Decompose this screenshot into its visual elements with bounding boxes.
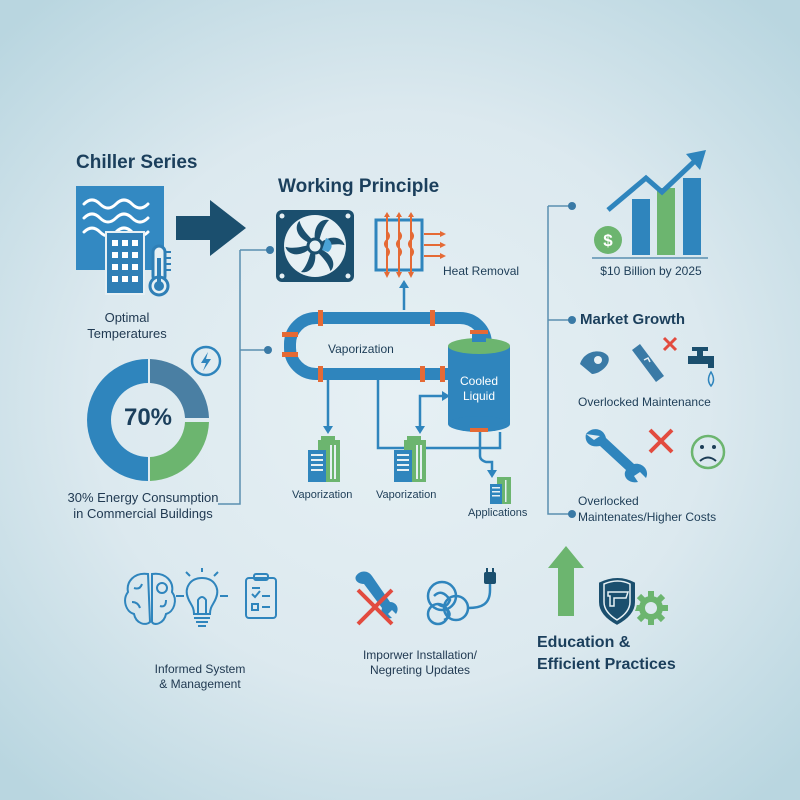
left-connector-lines [218,246,278,508]
brain-bulb-checklist-icons [122,566,282,636]
growth-bar-chart-icon: $ [590,150,710,260]
right-arrow-icon [176,200,246,256]
informed-label-1: Informed System [154,662,246,676]
revenue-label: $10 Billion by 2025 [600,264,702,278]
fan-icon [276,210,354,282]
lightning-bolt-icon [189,344,223,378]
tank-label-liquid: Liquid [462,389,496,403]
chiller-series-title: Chiller Series [76,152,198,173]
building-icon-3 [489,474,513,504]
donut-center-value: 70% [123,404,173,431]
heat-removal-label: Heat Removal [443,264,520,278]
improper-label-1: Imporwer Installation/ [362,648,478,662]
building-icon-2 [392,436,428,482]
heat-exchanger-icon [374,212,446,278]
education-label-2: Efficient Practices [537,656,676,673]
improper-label-2: Negreting Updates [369,663,471,677]
outlet-label-1: Vaporization [292,489,353,501]
outlet-label-2: Vaporization [376,489,437,501]
cooling-loop-diagram [280,280,520,510]
tank-label-cooled: Cooled [459,374,499,388]
building-icon-1 [306,436,342,482]
water-building-thermometer-icon [76,186,186,297]
svg-text:$: $ [603,231,613,250]
wrench-x-sad-icon [582,424,732,484]
wrench-x-tangled-cord-icon [350,568,510,638]
energy-caption-1: 30% Energy Consumption [67,490,219,505]
informed-label-2: & Management [159,677,241,691]
right-connector-lines [546,200,586,520]
up-arrow-shield-gear-icon [546,546,676,628]
broken-pipe-leak-icon [578,334,728,392]
outlet-label-3: Applications [468,507,528,519]
market-growth-title: Market Growth [580,311,686,328]
working-principle-title: Working Principle [278,176,440,197]
temperatures-label: Temperatures [87,326,167,341]
issue2-label-1: Overlocked [578,494,639,508]
education-label-1: Education & [537,634,631,651]
issue2-label-2: Maintenates/Higher Costs [578,510,717,524]
energy-donut-chart [86,358,210,482]
optimal-label: Optimal [104,310,150,325]
issue1-label: Overlocked Maintenance [578,395,711,409]
energy-caption-2: in Commercial Buildings [73,506,213,521]
loop-vaporization-label: Vaporization [328,342,394,356]
